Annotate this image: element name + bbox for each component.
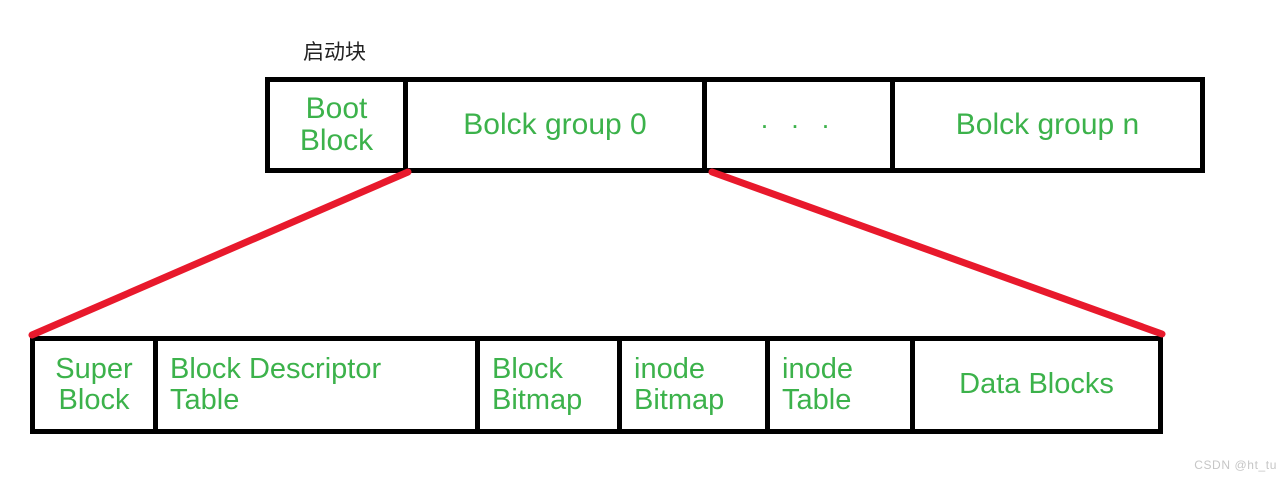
cell-inode-bitmap-label: inode Bitmap: [634, 352, 725, 416]
cell-block-descriptor-table-label: Block Descriptor Table: [170, 352, 382, 416]
cell-inode-table-label: inode Table: [782, 352, 853, 416]
cell-boot-block-label: Boot Block: [299, 91, 374, 157]
cell-ellipsis: · · ·: [707, 82, 895, 168]
cell-block-descriptor-table: Block Descriptor Table: [158, 341, 480, 429]
cell-block-bitmap-label: Block Bitmap: [492, 352, 583, 416]
cell-block-group-0-label: Bolck group 0: [463, 107, 647, 141]
block-group-detail-layout: Super Block Block Descriptor Table Block…: [30, 336, 1163, 434]
cell-block-group-n-label: Bolck group n: [955, 107, 1140, 141]
cell-block-group-n: Bolck group n: [895, 82, 1200, 168]
cell-super-block-label: Super Block: [55, 352, 133, 416]
csdn-watermark: CSDN @ht_tu: [1194, 458, 1277, 472]
cell-data-blocks-label: Data Blocks: [959, 368, 1114, 401]
cell-data-blocks: Data Blocks: [915, 341, 1158, 429]
cell-inode-bitmap: inode Bitmap: [622, 341, 770, 429]
disk-partition-layout: Boot Block Bolck group 0 · · · Bolck gro…: [265, 77, 1205, 173]
left-connector-line: [28, 168, 412, 339]
right-connector-line: [708, 168, 1166, 338]
cell-ellipsis-label: · · ·: [760, 109, 837, 140]
cell-block-bitmap: Block Bitmap: [480, 341, 622, 429]
cell-boot-block: Boot Block: [270, 82, 408, 168]
cell-super-block: Super Block: [35, 341, 158, 429]
boot-block-annotation: 启动块: [303, 40, 366, 64]
cell-inode-table: inode Table: [770, 341, 915, 429]
cell-block-group-0: Bolck group 0: [408, 82, 707, 168]
